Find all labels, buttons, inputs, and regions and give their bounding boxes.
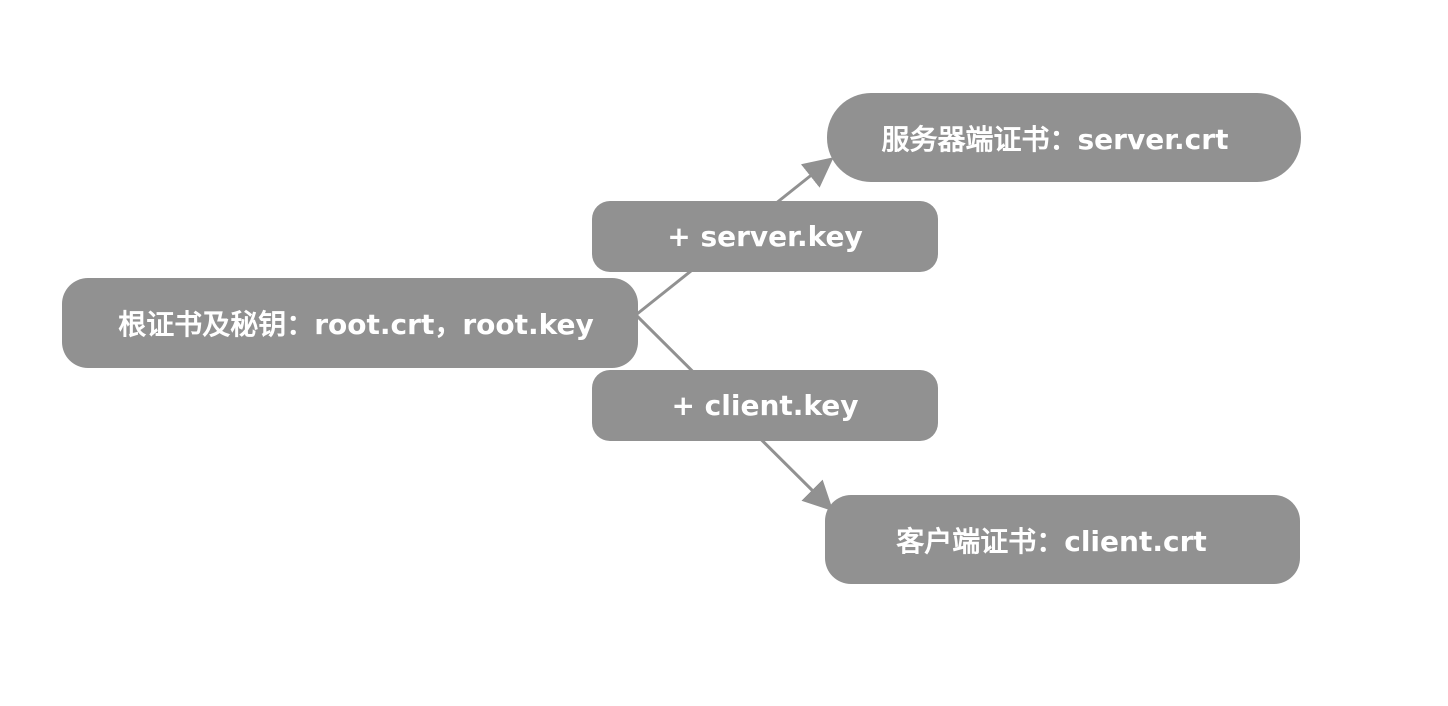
server-cert-node: 服务器端证书：server.crt [827, 93, 1301, 182]
root-cert-node: 根证书及秘钥：root.crt，root.key [62, 278, 638, 368]
edge-label-client-key: + client.key [592, 370, 938, 441]
edge-label-server-key: + server.key [592, 201, 938, 272]
client-cert-node: 客户端证书：client.crt [825, 495, 1300, 584]
